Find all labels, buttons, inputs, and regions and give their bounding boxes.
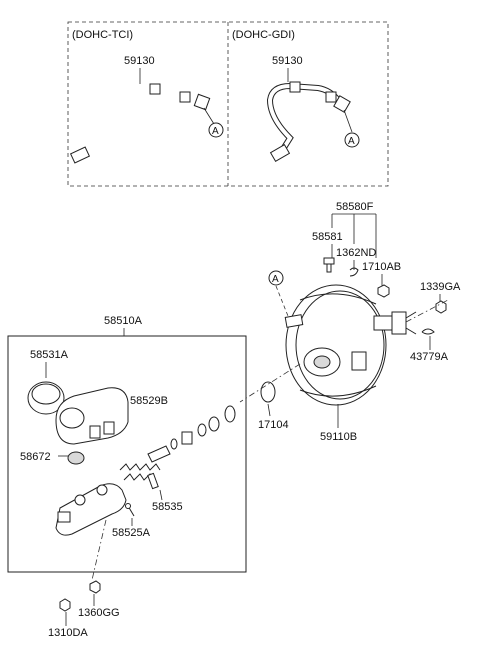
hose-label-tci: 59130 xyxy=(124,55,155,67)
svg-text:A: A xyxy=(212,126,219,137)
vacuum-hose-gdi xyxy=(266,81,353,163)
vacuum-hose-tci xyxy=(69,83,215,164)
label-43779A: 43779A xyxy=(410,351,449,363)
snap-pin-43779A xyxy=(421,328,435,335)
seal-rings xyxy=(170,405,236,450)
label-58525A: 58525A xyxy=(112,527,151,539)
label-59110B: 59110B xyxy=(320,431,357,443)
label-58580F: 58580F xyxy=(336,201,374,213)
variant-label-gdi: (DOHC-GDI) xyxy=(232,29,295,41)
ref-marker-a-tci: A xyxy=(208,122,224,138)
label-58529B: 58529B xyxy=(130,395,168,407)
nut-1339GA xyxy=(435,300,447,314)
hose-label-gdi: 59130 xyxy=(272,55,303,67)
bolt-58535 xyxy=(147,472,159,490)
svg-text:A: A xyxy=(272,274,279,285)
ref-marker-a-gdi: A xyxy=(344,132,360,148)
label-1360GG: 1360GG xyxy=(78,607,120,619)
piston-spring xyxy=(119,445,171,481)
label-1339GA: 1339GA xyxy=(420,281,461,293)
stud-1360GG xyxy=(89,580,101,594)
label-58581: 58581 xyxy=(312,231,343,243)
label-17104: 17104 xyxy=(258,419,289,431)
variant-label-tci: (DOHC-TCI) xyxy=(72,29,133,41)
master-cylinder-body xyxy=(55,483,127,536)
clip-1362ND xyxy=(349,267,359,277)
reservoir-cap-58531A xyxy=(27,381,65,415)
gasket-17104 xyxy=(260,381,276,403)
label-1310DA: 1310DA xyxy=(48,627,88,639)
label-1710AB: 1710AB xyxy=(362,261,401,273)
clevis-pin-58581 xyxy=(323,257,335,273)
label-58531A: 58531A xyxy=(30,349,69,361)
nut-1310DA xyxy=(59,598,71,612)
variant-box xyxy=(67,21,389,187)
reservoir-58529B xyxy=(55,387,129,445)
ref-marker-a-booster: A xyxy=(268,270,284,286)
nut-1710AB xyxy=(377,284,390,298)
label-58535: 58535 xyxy=(152,501,183,513)
label-58510A: 58510A xyxy=(104,315,143,327)
svg-text:A: A xyxy=(348,136,355,147)
label-1362ND: 1362ND xyxy=(336,247,376,259)
master-cylinder-box xyxy=(7,335,247,573)
brake-booster-59110B xyxy=(284,284,417,406)
screw-58525A xyxy=(125,503,135,517)
label-58672: 58672 xyxy=(20,451,51,463)
grommet-58672 xyxy=(67,451,85,465)
